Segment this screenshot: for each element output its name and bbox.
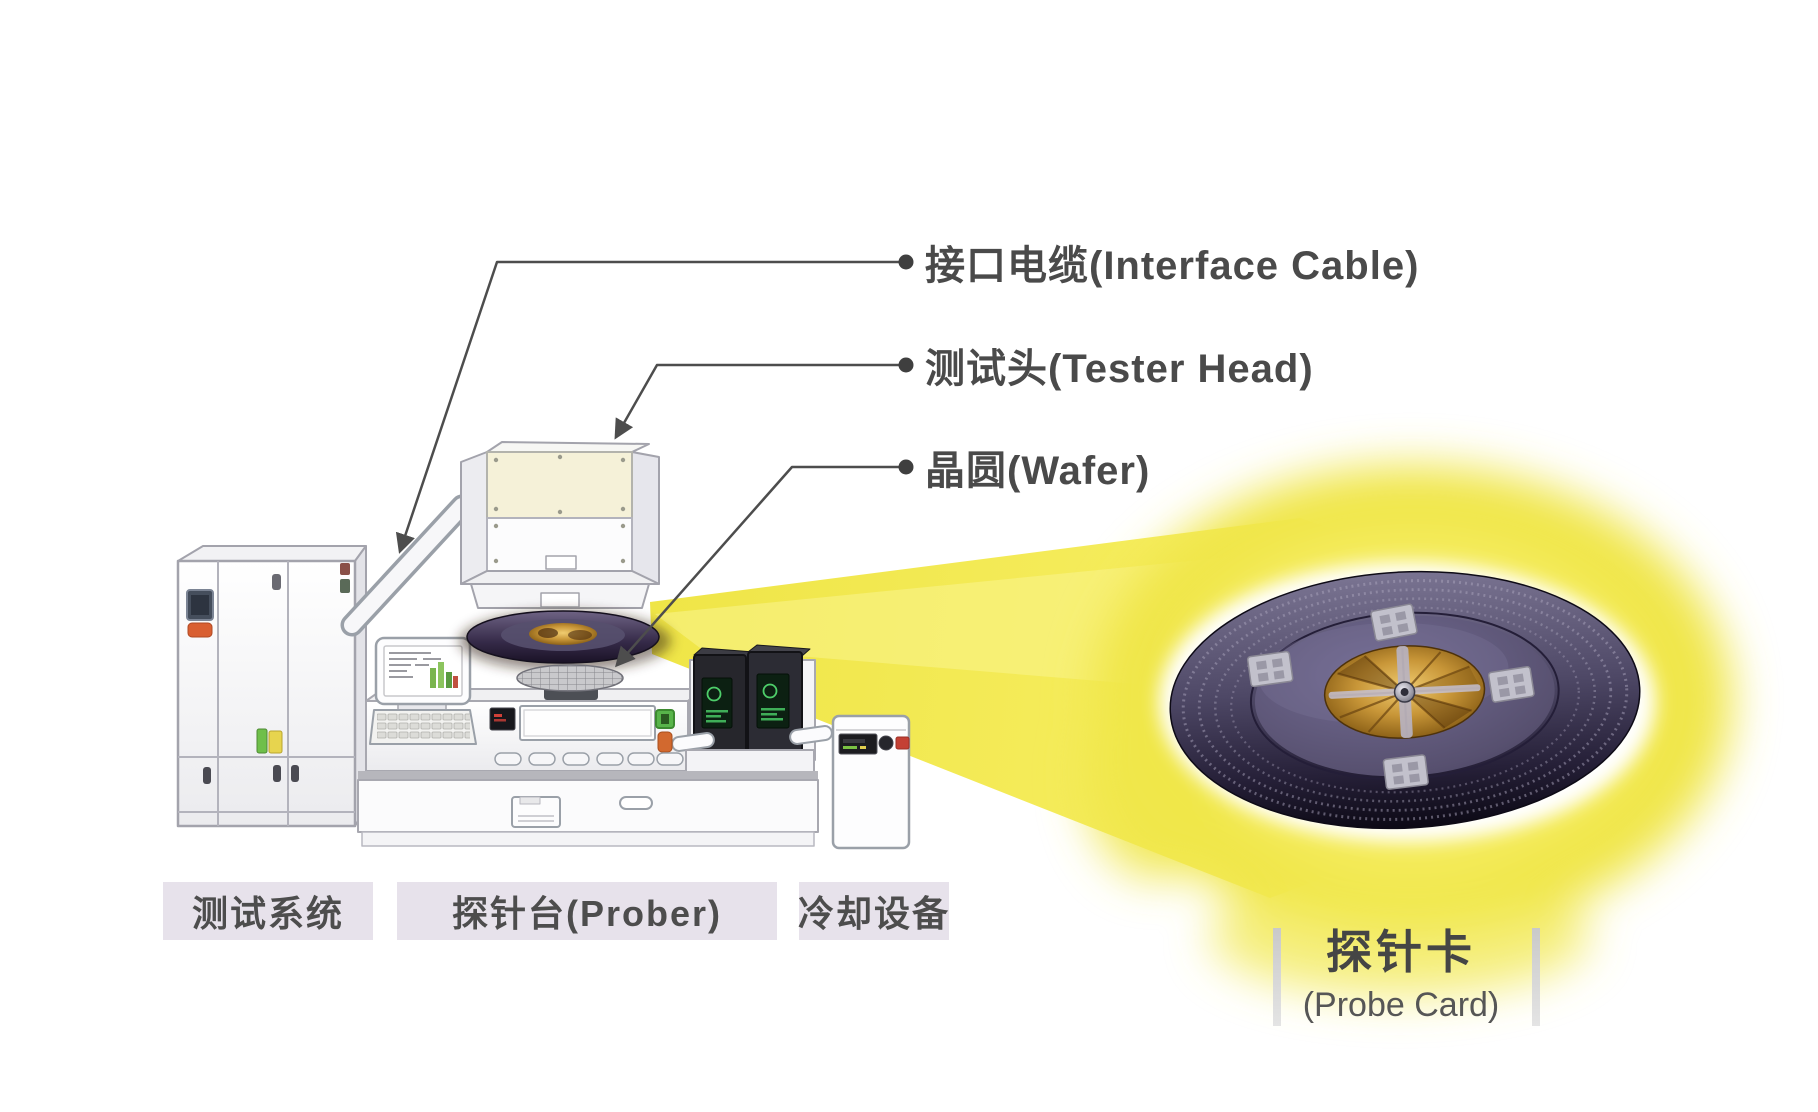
callout-bullet <box>898 459 914 475</box>
probe-card-title: 探针卡 <box>1326 926 1476 978</box>
probe-card-label-bar-right <box>1532 928 1540 1026</box>
cooling-knob <box>878 735 894 751</box>
gold-contact-fan <box>1323 645 1486 739</box>
probe-card-disc-large <box>1169 570 1641 830</box>
callout-bullet <box>898 254 914 270</box>
cooling-unit <box>831 714 911 850</box>
base-handle <box>619 796 653 810</box>
monitor-chart-bar <box>438 662 444 688</box>
callout-interface-cable: 接口电缆(Interface Cable) <box>925 244 1420 288</box>
probe-card-label: 探针卡 (Probe Card) <box>1270 916 1532 1025</box>
prober-machine <box>357 636 833 847</box>
probe-pin-rings <box>1181 579 1629 821</box>
cabinet-red-button <box>187 622 213 638</box>
test-head-controllers <box>671 644 833 793</box>
keyboard <box>369 709 477 745</box>
cooling-red-button <box>895 736 910 750</box>
deck-orange-button <box>657 731 673 753</box>
leader-tester-head <box>614 363 906 440</box>
chip-modules <box>1246 603 1535 790</box>
callout-tester-head: 测试头(Tester Head) <box>925 347 1314 391</box>
label-test-system: 测试系统 <box>163 882 373 940</box>
controller-box-1 <box>693 647 755 754</box>
interface-cable-graphic <box>340 494 474 637</box>
tester-head-graphic <box>460 441 660 609</box>
label-prober: 探针台(Prober) <box>397 882 777 940</box>
monitor-chart-bar <box>430 668 436 688</box>
monitor-chart-bar <box>446 672 452 688</box>
deck-button-row <box>494 752 684 766</box>
leader-lines <box>395 254 914 668</box>
monitor <box>374 636 472 715</box>
probe-card-label-bar-left <box>1273 928 1281 1026</box>
monitor-chart-bar <box>453 676 458 688</box>
cooling-display <box>838 733 878 755</box>
callout-wafer: 晶圆(Wafer) <box>925 449 1151 493</box>
cabinet-yellow-sticker <box>268 730 283 754</box>
test-system-cabinet <box>176 545 367 828</box>
wafer-graphic <box>516 664 624 700</box>
leader-interface-cable <box>395 260 906 554</box>
label-cooling-unit: 冷却设备 <box>798 882 949 940</box>
probe-card-subtitle: (Probe Card) <box>1302 986 1500 1024</box>
leader-wafer <box>615 465 906 668</box>
cabinet-green-sticker <box>256 728 268 754</box>
callout-bullet <box>898 357 914 373</box>
tester-head-screws <box>493 454 626 564</box>
